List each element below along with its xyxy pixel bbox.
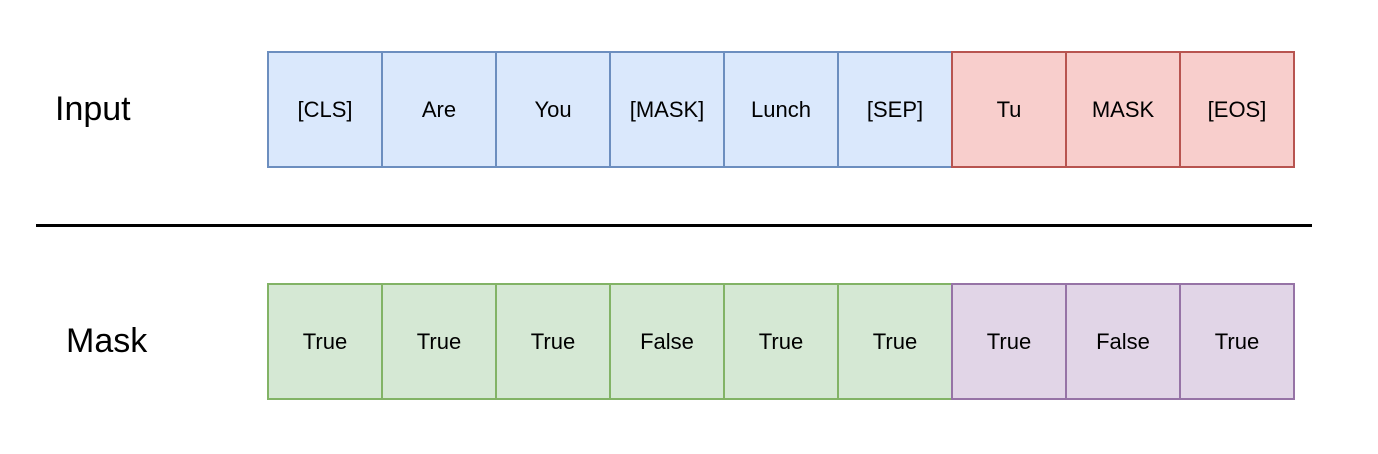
mask-value-cell: True — [1179, 283, 1295, 400]
input-token-cell: [SEP] — [837, 51, 953, 168]
input-token-cell: [CLS] — [267, 51, 383, 168]
input-token-cell: [EOS] — [1179, 51, 1295, 168]
input-token-cell: Lunch — [723, 51, 839, 168]
mask-value-cell: False — [1065, 283, 1181, 400]
input-token-cell: You — [495, 51, 611, 168]
mask-value-cell: True — [267, 283, 383, 400]
input-token-cell: Are — [381, 51, 497, 168]
input-token-row: [CLS] Are You [MASK] Lunch [SEP] Tu MASK… — [267, 51, 1295, 168]
input-row-label: Input — [55, 90, 131, 128]
input-token-cell: [MASK] — [609, 51, 725, 168]
mask-row-label: Mask — [66, 322, 148, 360]
mask-value-cell: True — [837, 283, 953, 400]
mask-value-cell: True — [723, 283, 839, 400]
mask-value-cell: True — [381, 283, 497, 400]
input-token-cell: MASK — [1065, 51, 1181, 168]
mask-value-cell: True — [495, 283, 611, 400]
mask-value-row: True True True False True True True Fals… — [267, 283, 1295, 400]
section-divider — [36, 224, 1312, 227]
mask-value-cell: False — [609, 283, 725, 400]
input-token-cell: Tu — [951, 51, 1067, 168]
mask-value-cell: True — [951, 283, 1067, 400]
